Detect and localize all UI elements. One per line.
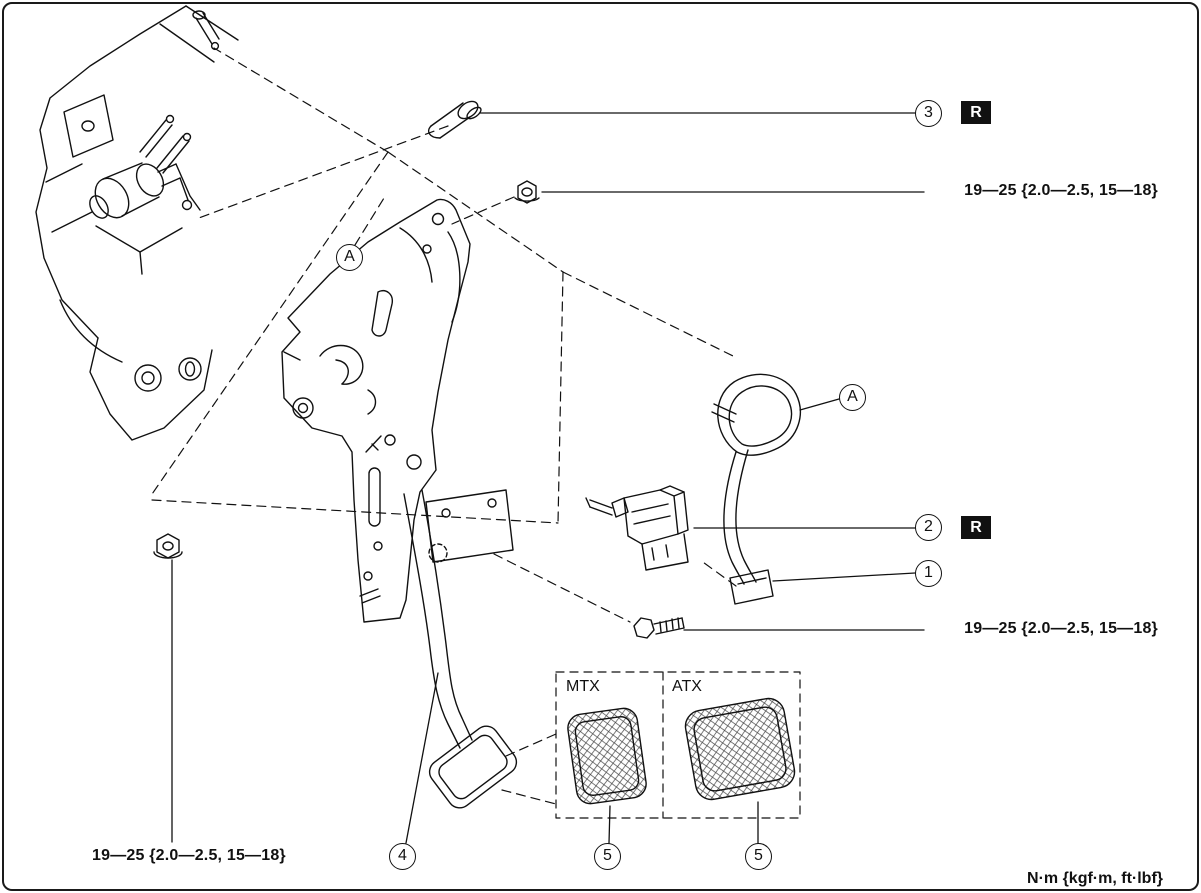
torque-spec-upper: 19—25 {2.0—2.5, 15—18} [964,182,1158,199]
leader-lines [171,112,925,844]
brake-pedal-arm [403,489,518,809]
harness [711,373,801,605]
clevis-pin [428,100,482,139]
variant-label-atx: ATX [672,678,702,695]
flange-bolt [633,617,685,639]
callout-4: 4 [389,843,416,870]
pedal-bracket [281,198,471,623]
variant-label-mtx: MTX [566,678,600,695]
stop-lamp-switch [585,485,689,571]
firewall-structure [35,5,239,441]
pad-mtx [567,707,647,805]
assembly-guide-lines [149,47,737,805]
callout-3: 3 [915,100,942,127]
callout-2: 2 [915,514,942,541]
replace-marker-3: R [961,101,991,124]
flange-nut-lower [153,533,183,559]
pad-atx [684,697,796,801]
callout-a-right: A [839,384,866,411]
callout-a-upper: A [336,244,363,271]
replace-marker-2: R [961,516,991,539]
callout-5-atx: 5 [745,843,772,870]
mount-plate [425,489,514,563]
torque-spec-middle: 19—25 {2.0—2.5, 15—18} [964,620,1158,637]
torque-spec-lower: 19—25 {2.0—2.5, 15—18} [92,847,286,864]
callout-5-mtx: 5 [594,843,621,870]
callout-1: 1 [915,560,942,587]
flange-nut-upper [514,180,540,204]
variant-box [555,671,801,819]
units-note: N·m {kgf·m, ft·lbf} [1027,870,1163,887]
